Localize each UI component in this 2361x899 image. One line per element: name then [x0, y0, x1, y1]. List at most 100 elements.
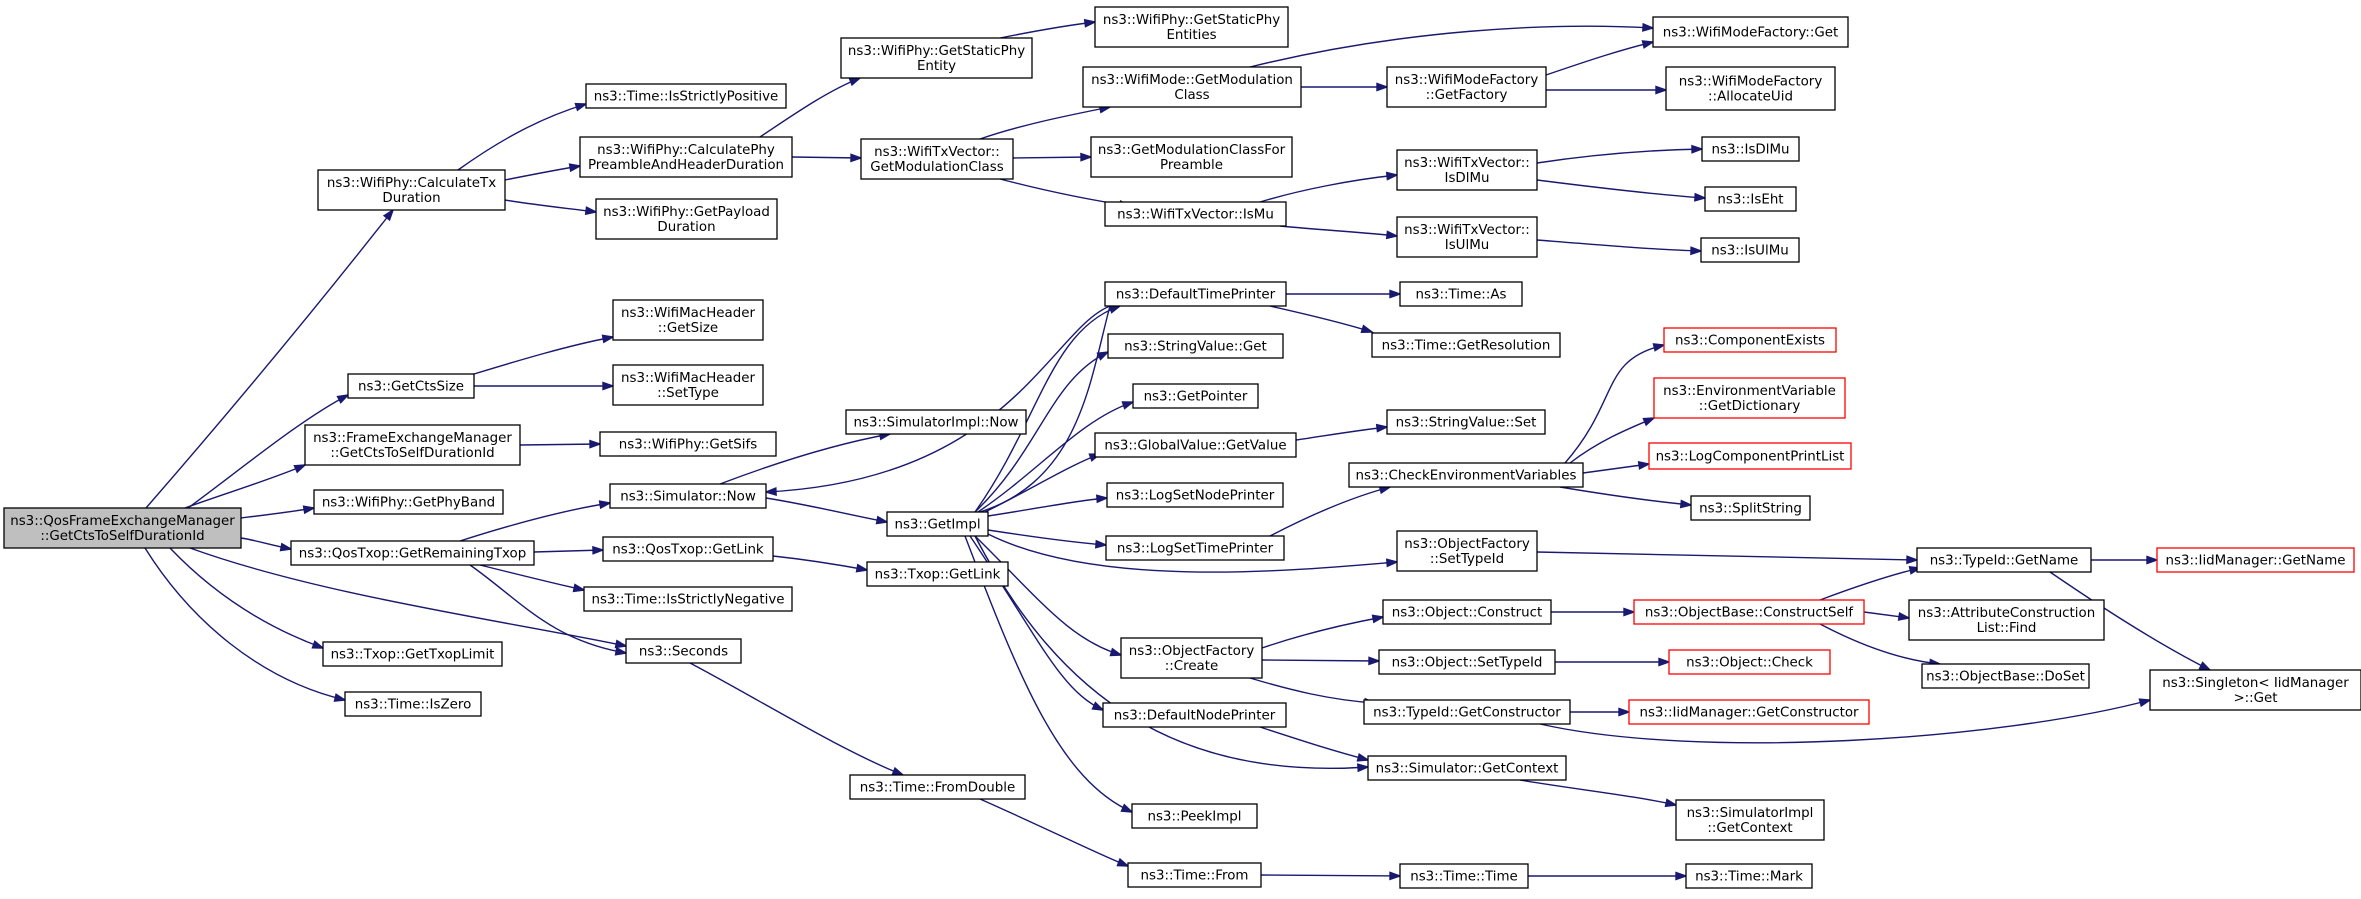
function-node[interactable]: ns3::SplitString: [1690, 495, 1811, 521]
function-node[interactable]: ns3::QosTxop::GetRemainingTxop: [290, 540, 535, 566]
edge-line: [519, 443, 601, 446]
function-node[interactable]: ns3::PeekImpl: [1131, 803, 1258, 829]
node-label: ns3::WifiModeFactory::Get: [1663, 26, 1838, 41]
edge-line: [184, 464, 306, 509]
function-node[interactable]: ns3::Time::From: [1127, 862, 1262, 888]
node-label: ns3::PeekImpl: [1147, 810, 1241, 825]
function-node[interactable]: ns3::ObjectFactory::Create: [1120, 637, 1263, 679]
function-node[interactable]: ns3::WifiModeFactory::GetFactory: [1386, 66, 1547, 108]
function-node[interactable]: ns3::EnvironmentVariable::GetDictionary: [1653, 377, 1846, 419]
edge-n2-to-n12: [473, 334, 616, 375]
function-node[interactable]: ns3::Time::Time: [1399, 863, 1529, 889]
function-node[interactable]: ns3::WifiTxVector::IsDlMu: [1396, 149, 1538, 191]
function-node[interactable]: ns3::Simulator::GetContext: [1367, 755, 1567, 781]
function-node[interactable]: ns3::WifiPhy::GetSifs: [599, 431, 777, 457]
function-node[interactable]: ns3::ObjectFactory::SetTypeId: [1396, 530, 1538, 572]
arrowhead-icon: [1623, 607, 1637, 617]
function-node[interactable]: ns3::GlobalValue::GetValue: [1094, 432, 1297, 458]
edge-n21-to-n30: [977, 401, 1136, 513]
function-node[interactable]: ns3::WifiPhy::CalculatePhyPreambleAndHea…: [579, 136, 793, 178]
function-node[interactable]: ns3::IsEht: [1704, 186, 1797, 212]
function-node[interactable]: ns3::ComponentExists: [1663, 327, 1837, 353]
function-node[interactable]: ns3::Time::As: [1399, 281, 1523, 307]
function-node[interactable]: ns3::Time::FromDouble: [849, 774, 1026, 800]
function-node[interactable]: ns3::Txop::GetLink: [866, 561, 1009, 587]
function-node[interactable]: ns3::ObjectBase::DoSet: [1921, 663, 2090, 689]
function-node[interactable]: ns3::Object::Construct: [1382, 599, 1552, 625]
edge-n65-to-n68: [2091, 555, 2160, 565]
node-box: [612, 299, 764, 341]
function-node[interactable]: ns3::DefaultNodePrinter: [1102, 702, 1287, 728]
function-node[interactable]: ns3::WifiModeFactory::AllocateUid: [1665, 66, 1836, 111]
edge-line: [504, 199, 597, 213]
function-node[interactable]: ns3::TypeId::GetName: [1916, 547, 2092, 573]
function-node[interactable]: ns3::GetPointer: [1132, 383, 1259, 409]
node-label: ns3::WifiModeFactory: [1679, 75, 1823, 90]
function-node[interactable]: ns3::Singleton< IidManager>::Get: [2149, 669, 2361, 711]
function-node[interactable]: ns3::StringValue::Get: [1107, 333, 1284, 359]
function-node[interactable]: ns3::WifiMode::GetModulationClass: [1082, 66, 1302, 108]
function-node[interactable]: ns3::Time::GetResolution: [1371, 332, 1561, 358]
function-node[interactable]: ns3::WifiTxVector::IsUlMu: [1396, 216, 1538, 258]
function-node[interactable]: ns3::Time::IsZero: [344, 691, 482, 717]
function-node[interactable]: ns3::Simulator::Now: [609, 483, 767, 509]
function-node[interactable]: ns3::IsUlMu: [1700, 237, 1800, 263]
function-node[interactable]: ns3::Object::Check: [1668, 649, 1831, 675]
function-node[interactable]: ns3::WifiTxVector::IsMu: [1104, 201, 1287, 227]
function-node[interactable]: ns3::SimulatorImpl::Now: [845, 409, 1027, 435]
node-box: [1386, 409, 1546, 435]
function-node[interactable]: ns3::IsDlMu: [1701, 136, 1800, 162]
node-box: [344, 691, 482, 717]
node-label: ns3::LogComponentPrintList: [1656, 450, 1845, 465]
node-label: ::Create: [1165, 659, 1219, 674]
arrowhead-icon: [1096, 351, 1110, 361]
function-node[interactable]: ns3::WifiTxVector::GetModulationClass: [860, 138, 1014, 180]
function-node[interactable]: ns3::FrameExchangeManager::GetCtsToSelfD…: [304, 424, 521, 466]
function-node[interactable]: ns3::SimulatorImpl::GetContext: [1675, 799, 1825, 841]
node-box: [1665, 66, 1836, 111]
function-node[interactable]: ns3::GetCtsSize: [347, 373, 475, 399]
function-node[interactable]: ns3::WifiPhy::GetPhyBand: [313, 489, 504, 515]
function-node[interactable]: ns3::LogSetTimePrinter: [1105, 535, 1285, 561]
edge-n19-to-n24: [999, 18, 1098, 39]
function-node[interactable]: ns3::IidManager::GetConstructor: [1628, 699, 1870, 725]
edge-line: [145, 209, 394, 509]
function-node[interactable]: ns3::LogSetNodePrinter: [1106, 482, 1284, 508]
function-node[interactable]: ns3::QosTxop::GetLink: [602, 536, 774, 562]
function-node[interactable]: ns3::WifiMacHeader::GetSize: [612, 299, 764, 341]
function-node[interactable]: ns3::Seconds: [625, 638, 742, 664]
edge-line: [1249, 25, 1654, 68]
function-node[interactable]: ns3::Txop::GetTxopLimit: [322, 641, 503, 667]
function-node[interactable]: ns3::TypeId::GetConstructor: [1363, 699, 1571, 725]
edge-line: [974, 351, 1109, 513]
function-node[interactable]: ns3::GetImpl: [886, 511, 989, 537]
function-node[interactable]: ns3::ObjectBase::ConstructSelf: [1633, 599, 1865, 625]
edge-n3-to-n14: [519, 439, 603, 449]
function-node[interactable]: ns3::Time::IsStrictlyNegative: [583, 586, 793, 612]
edge-n35-to-n49: [1259, 726, 1371, 762]
edge-n37-to-n50: [1260, 871, 1403, 881]
edge-line: [187, 394, 349, 509]
function-node[interactable]: ns3::Object::SetTypeId: [1378, 649, 1556, 675]
root-function-node[interactable]: ns3::QosFrameExchangeManager::GetCtsToSe…: [3, 507, 242, 549]
function-node[interactable]: ns3::WifiMacHeader::SetType: [612, 364, 764, 406]
function-node[interactable]: ns3::LogComponentPrintList: [1648, 442, 1852, 470]
function-node[interactable]: ns3::StringValue::Set: [1386, 409, 1546, 435]
node-label: Preamble: [1160, 158, 1223, 173]
node-box: [1102, 702, 1287, 728]
function-node[interactable]: ns3::IidManager::GetName: [2156, 547, 2355, 573]
function-node[interactable]: ns3::Time::IsStrictlyPositive: [585, 83, 787, 109]
function-node[interactable]: ns3::CheckEnvironmentVariables: [1348, 462, 1584, 488]
function-node[interactable]: ns3::WifiModeFactory::Get: [1652, 16, 1849, 48]
function-node[interactable]: ns3::Time::Mark: [1685, 863, 1813, 889]
function-node[interactable]: ns3::DefaultTimePrinter: [1104, 281, 1287, 307]
arrowhead-icon: [279, 542, 294, 552]
edge-line: [999, 21, 1096, 39]
arrowhead-icon: [1385, 171, 1400, 181]
